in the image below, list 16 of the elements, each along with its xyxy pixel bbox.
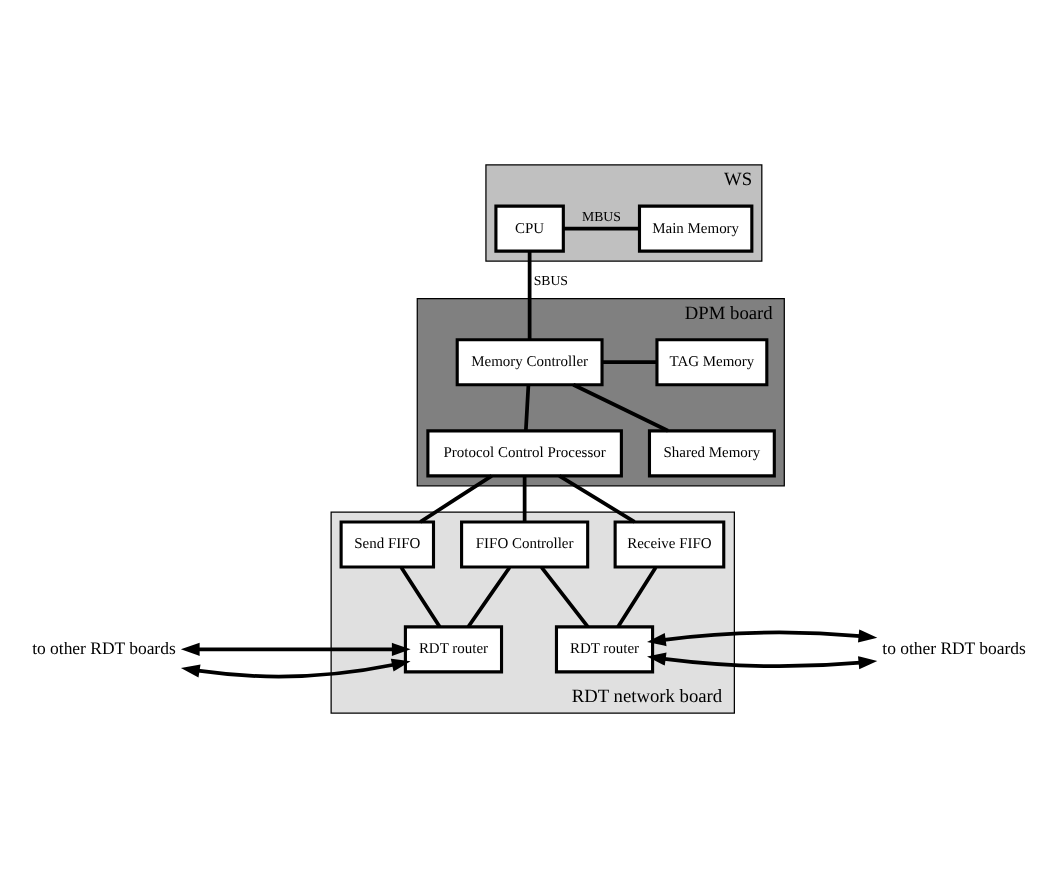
connector [523,383,531,430]
arrow [180,641,411,655]
node-text: to other RDT boards [32,636,176,657]
connector [527,250,532,339]
connector [563,225,640,230]
connector [466,565,512,627]
connector [540,565,590,627]
connector [399,565,442,627]
node-text: to other RDT boards [882,636,1026,657]
connector [572,382,669,432]
connector [522,475,527,521]
connector [602,359,657,364]
arrow [647,628,878,646]
arrow [647,651,878,669]
connector [616,565,658,627]
arrow [180,657,411,678]
